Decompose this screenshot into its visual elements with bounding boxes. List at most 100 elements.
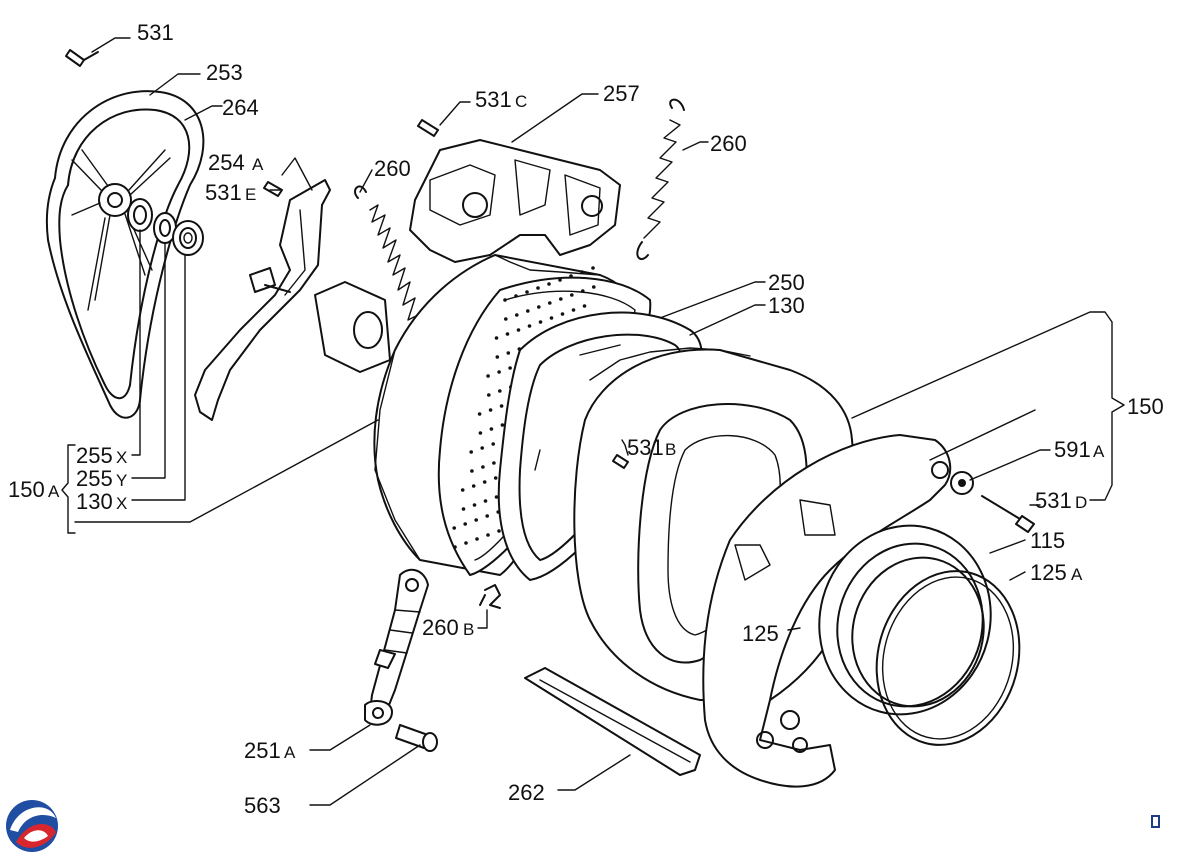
label-531b-suffix: B [665,440,676,459]
perforation-hole [486,374,490,378]
perforation-hole [503,298,507,302]
label-255x: 255 [76,443,113,468]
screw-531b [612,454,629,469]
perforation-hole [537,305,541,309]
perforation-hole [474,518,479,522]
bolt-531d [981,495,1035,533]
perforation-hole [494,495,499,499]
screw-531c [417,119,439,137]
label-531b: 531 [627,435,664,460]
label-254a-suffix: A [252,155,264,174]
perforation-hole [486,533,490,537]
label-255y: 255 [76,466,113,491]
perforation-hole [487,393,491,397]
label-125a-suffix: A [1071,565,1083,584]
perforation-hole [452,526,457,530]
label-531c: 531 [475,87,512,112]
counterweight-257 [409,139,621,263]
tub-bracket [314,281,391,373]
perforation-hole [500,423,505,427]
perforation-hole [472,503,477,507]
perforation-hole [480,446,485,450]
label-260-left: 260 [374,156,411,181]
perforation-hole [477,412,482,416]
label-250: 250 [768,270,805,295]
label-130x: 130 [76,489,113,514]
perforation-hole [508,366,512,370]
perforation-hole [497,370,501,374]
perforation-hole [516,328,521,332]
label-255x-suffix: X [116,448,127,467]
perforation-hole [504,317,508,321]
perforation-hole [478,431,483,435]
screw-531 [65,49,99,67]
perforation-hole [581,289,585,293]
perforation-hole [499,404,504,408]
corner-marker [1151,815,1160,828]
perforation-hole [483,499,488,503]
perforation-hole [591,266,595,270]
perforation-hole [536,286,540,290]
perforation-hole [471,484,476,488]
perforation-hole [571,308,576,312]
part-labels: 531 253 264 254 A 531 E 531 C 257 260 26… [8,20,1164,818]
label-531e: 531 [205,180,242,205]
perforation-hole [482,480,487,484]
label-150: 150 [1127,394,1164,419]
label-531d: 531 [1035,488,1072,513]
perforation-hole [505,332,510,336]
label-563: 563 [244,793,281,818]
perforation-hole [559,297,563,301]
perforation-hole [549,316,554,320]
seal-130x [172,220,204,256]
perforation-hole [560,312,565,316]
perforation-hole [489,427,494,431]
label-257: 257 [603,81,640,106]
seal-115 [818,524,992,716]
perforation-hole [475,537,479,541]
perforation-hole [481,465,485,469]
label-591a: 591 [1054,437,1091,462]
label-130x-suffix: X [116,494,127,513]
perforation-hole [463,522,468,526]
shock-absorber-251a [364,568,429,726]
perforation-hole [492,461,496,465]
perforation-hole [488,408,493,412]
clip-260b [479,584,501,609]
clamp-ring-125a [875,570,1021,746]
paddle-262 [524,667,701,776]
perforation-hole [580,270,584,274]
perforation-hole [470,469,474,473]
brand-logo [6,800,58,852]
perforation-hole [548,301,552,305]
label-255y-suffix: Y [116,471,127,490]
bearing-255x [127,198,153,232]
label-531d-suffix: D [1075,493,1087,512]
perforation-hole [506,351,511,355]
spring-260-right [636,98,685,261]
leader-lines [61,37,1125,806]
label-260b: 260 [422,615,459,640]
perforation-hole [469,450,474,454]
perforation-hole [592,285,596,289]
perforation-hole [569,274,573,278]
perforation-hole [527,324,532,328]
label-264: 264 [222,95,259,120]
label-531c-suffix: C [515,92,527,111]
perforation-hole [485,514,490,518]
perforation-hole [497,529,501,533]
perforation-hole [526,309,530,313]
label-262: 262 [508,780,545,805]
screw-531e [263,181,283,197]
perforation-hole [525,290,529,294]
perforation-hole [582,304,587,308]
perforation-hole [558,278,562,282]
label-125a: 125 [1030,560,1067,585]
arm-254a [194,179,331,421]
perforation-hole [491,442,496,446]
perforation-hole [494,336,499,340]
perforation-hole [515,313,519,317]
perforation-hole [570,293,574,297]
label-130: 130 [768,293,805,318]
